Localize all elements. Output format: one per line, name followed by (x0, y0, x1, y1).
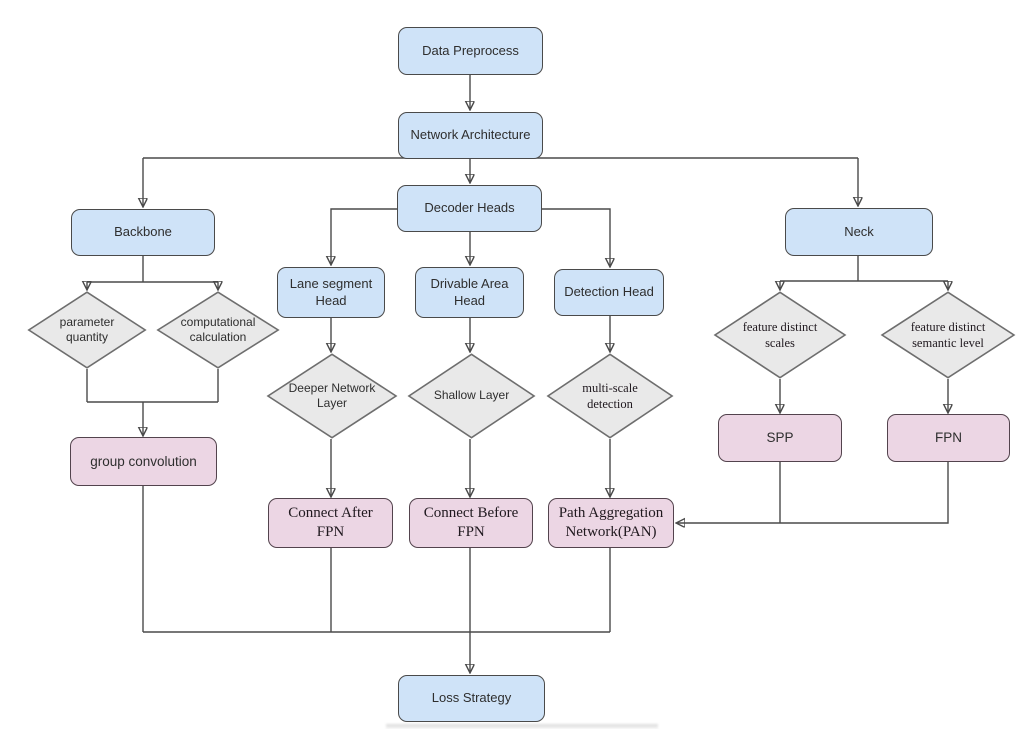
node-spp: SPP (718, 414, 842, 462)
diamond-shape (156, 291, 280, 369)
node-data-preprocess: Data Preprocess (398, 27, 543, 75)
node-label: Decoder Heads (424, 200, 515, 216)
node-label: Shallow Layer (433, 388, 510, 403)
node-label: SPP (766, 430, 794, 446)
node-fpn: FPN (887, 414, 1010, 462)
node-connect-after-fpn: Connect After FPN (268, 498, 393, 548)
node-label: Drivable Area Head (430, 275, 509, 308)
node-group-convolution: group convolution (70, 437, 217, 486)
node-backbone: Backbone (71, 209, 215, 256)
diamond-shape (407, 353, 536, 439)
node-feature-distinct-semantic-level: feature distinct semantic level (880, 291, 1016, 379)
node-computational-calculation: computational calculation (156, 291, 280, 369)
node-path-aggregation-network: Path Aggregation Network(PAN) (548, 498, 674, 548)
node-label: feature distinct scales (742, 320, 818, 350)
node-neck: Neck (785, 208, 933, 256)
node-lane-segment-head: Lane segment Head (277, 267, 385, 318)
node-label: FPN (935, 430, 962, 446)
node-detection-head: Detection Head (554, 269, 664, 316)
node-label: Connect Before FPN (423, 504, 519, 540)
diamond-shape (713, 291, 847, 379)
node-decoder-heads: Decoder Heads (397, 185, 542, 232)
node-label: computational calculation (180, 314, 256, 344)
node-label: Path Aggregation Network(PAN) (558, 504, 664, 540)
node-connect-before-fpn: Connect Before FPN (409, 498, 533, 548)
node-label: Network Architecture (410, 127, 531, 143)
node-label: Backbone (114, 224, 172, 240)
diamond-shape (880, 291, 1016, 379)
diamond-shape (266, 353, 398, 439)
node-label: multi-scale detection (582, 381, 638, 411)
diamond-shape (27, 291, 147, 369)
node-parameter-quantity: parameter quantity (27, 291, 147, 369)
node-label: parameter quantity (59, 314, 115, 344)
node-network-architecture: Network Architecture (398, 112, 543, 159)
node-label: Deeper Network Layer (288, 380, 376, 410)
node-label: Lane segment Head (289, 275, 373, 308)
node-label: feature distinct semantic level (910, 320, 986, 350)
node-label: Detection Head (564, 284, 654, 300)
node-label: group convolution (90, 453, 197, 469)
node-deeper-network-layer: Deeper Network Layer (266, 353, 398, 439)
node-drivable-area-head: Drivable Area Head (415, 267, 524, 318)
node-label: Data Preprocess (422, 42, 519, 58)
node-feature-distinct-scales: feature distinct scales (713, 291, 847, 379)
diamond-shape (546, 353, 674, 439)
node-loss-strategy: Loss Strategy (398, 675, 545, 722)
node-label: Loss Strategy (431, 690, 512, 706)
node-multi-scale-detection: multi-scale detection (546, 353, 674, 439)
node-label: Neck (844, 223, 874, 239)
image-edge-shadow (386, 724, 658, 729)
node-shallow-layer: Shallow Layer (407, 353, 536, 439)
node-label: Connect After FPN (288, 504, 373, 540)
